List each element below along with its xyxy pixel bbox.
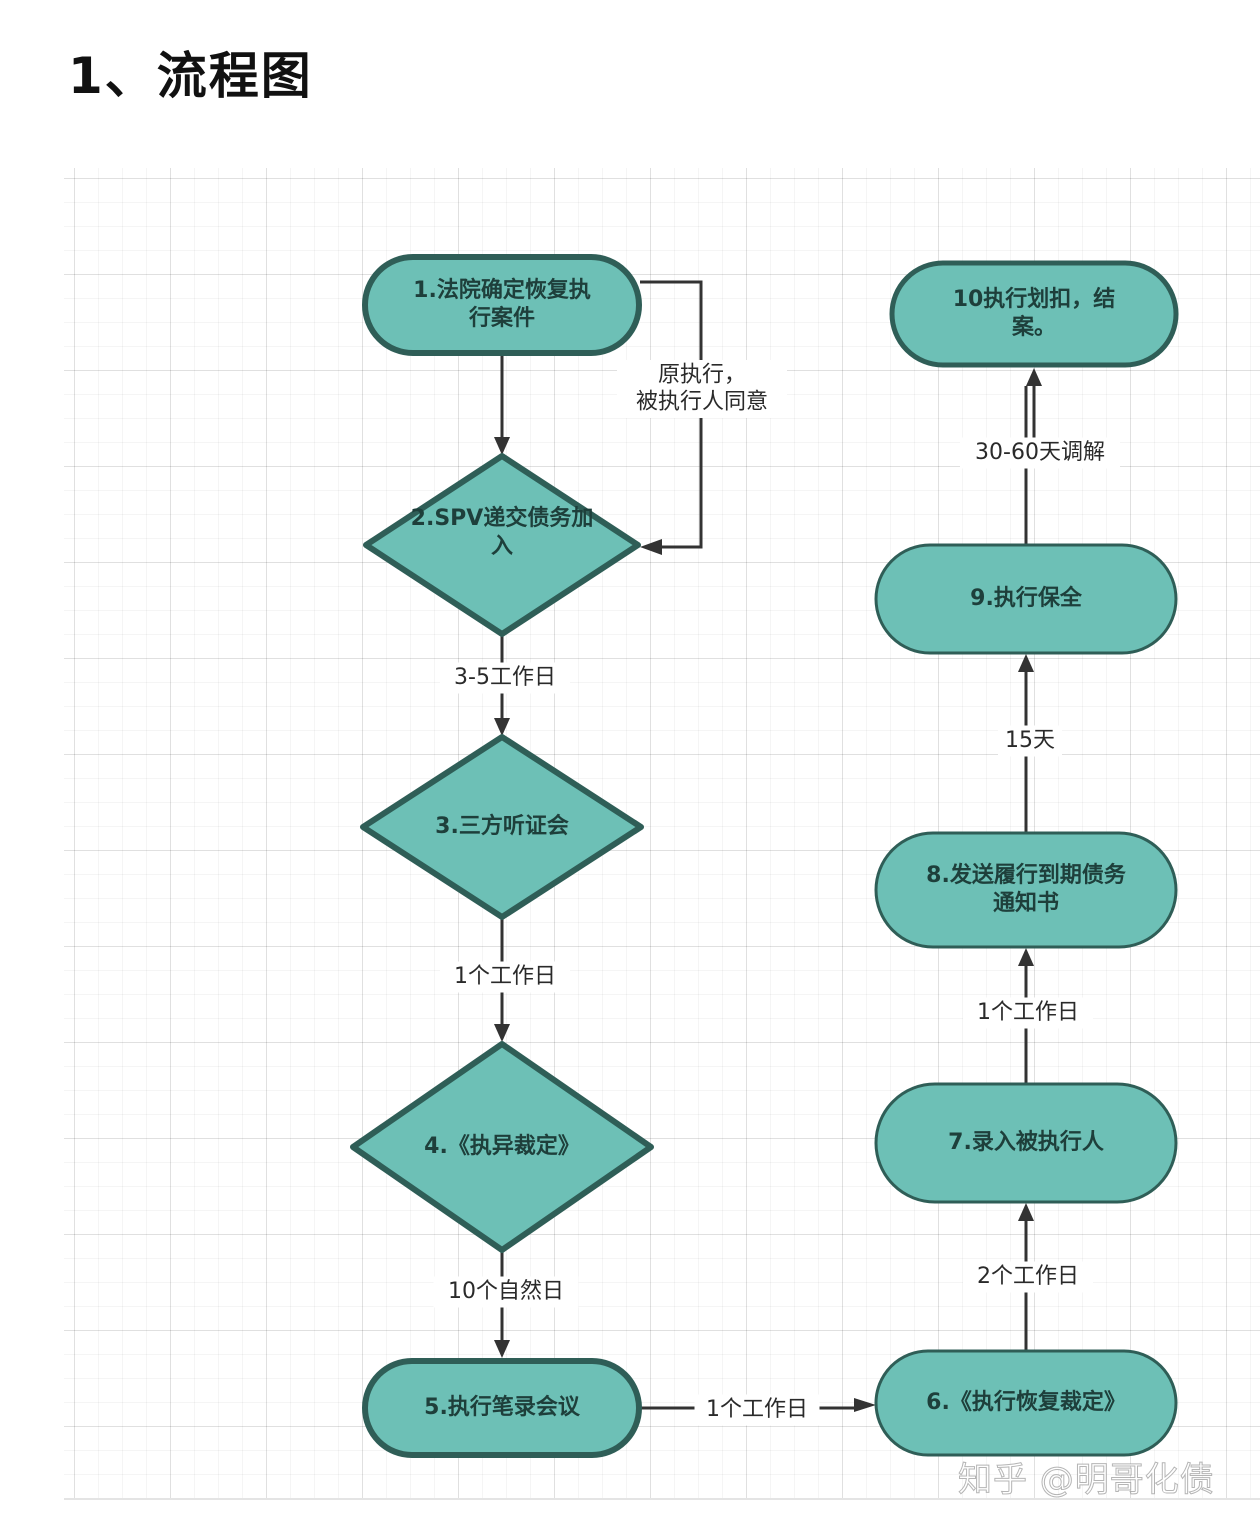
edge-n1-n2 bbox=[494, 353, 510, 455]
arrow-head bbox=[1018, 1203, 1034, 1221]
node-n4[interactable]: 4.《执异裁定》 bbox=[350, 1041, 654, 1253]
terminator-pill bbox=[362, 254, 642, 356]
edge-label-background bbox=[963, 1261, 1093, 1293]
arrow-head bbox=[640, 539, 662, 555]
terminator-pill bbox=[362, 1358, 642, 1458]
node-label-line: 4.《执异裁定》 bbox=[424, 1133, 580, 1159]
edge-n6-n7: 2个工作日 bbox=[963, 1203, 1093, 1351]
edge-label: 1个工作日 bbox=[454, 964, 556, 989]
edge-n8-n9: 15天 bbox=[998, 654, 1062, 833]
edge-n4-n5: 10个自然日 bbox=[433, 1250, 579, 1358]
arrow-head bbox=[854, 1398, 876, 1412]
arrow-head bbox=[1018, 654, 1034, 672]
node-n10[interactable]: 10执行划扣，结案。 bbox=[889, 260, 1179, 368]
terminator-pill bbox=[874, 1349, 1178, 1457]
node-n9[interactable]: 9.执行保全 bbox=[874, 543, 1178, 655]
edge-label: 原执行， bbox=[658, 363, 746, 388]
edge-label-background bbox=[694, 1394, 820, 1426]
decision-diamond bbox=[360, 734, 644, 920]
edge-n9-n10: 30-60天调解 bbox=[960, 368, 1120, 545]
page-title: 1、流程图 bbox=[68, 47, 313, 105]
decision-diamond bbox=[363, 453, 641, 637]
node-label-line: 6.《执行恢复裁定》 bbox=[926, 1389, 1126, 1415]
edge-n2-n3: 3-5工作日 bbox=[440, 634, 570, 736]
node-label-line: 2.SPV递交债务加 bbox=[411, 505, 594, 531]
arrow-head bbox=[494, 437, 510, 455]
edge-label: 15天 bbox=[1005, 728, 1055, 753]
arrow-head bbox=[494, 1024, 510, 1042]
arrow-head bbox=[494, 718, 510, 736]
edge-label-background bbox=[963, 997, 1093, 1029]
arrow-head bbox=[1018, 948, 1034, 966]
node-label-line: 入 bbox=[491, 534, 513, 559]
edge-label: 1个工作日 bbox=[706, 1397, 808, 1422]
edge-label: 2个工作日 bbox=[977, 1264, 1079, 1289]
terminator-pill bbox=[874, 831, 1178, 949]
terminator-pill bbox=[889, 260, 1179, 368]
node-label-line: 行案件 bbox=[468, 305, 535, 331]
watermark: 知乎 @明哥化债 bbox=[958, 1460, 1215, 1501]
edge-label-background bbox=[998, 725, 1062, 757]
node-n3[interactable]: 3.三方听证会 bbox=[360, 734, 644, 920]
arrow-head bbox=[494, 1340, 510, 1358]
node-label-line: 3.三方听证会 bbox=[435, 813, 569, 839]
node-label-line: 1.法院确定恢复执 bbox=[413, 277, 591, 303]
edge-label-background bbox=[440, 662, 570, 694]
node-label-line: 7.录入被执行人 bbox=[948, 1129, 1104, 1155]
edge-label-background bbox=[440, 961, 570, 993]
terminator-pill bbox=[874, 1082, 1178, 1204]
node-n7[interactable]: 7.录入被执行人 bbox=[874, 1082, 1178, 1204]
edge-n5-n6: 1个工作日 bbox=[639, 1394, 876, 1426]
node-label-line: 8.发送履行到期债务 bbox=[926, 862, 1127, 888]
edge-label-background bbox=[617, 360, 787, 418]
node-label-line: 10执行划扣，结 bbox=[953, 286, 1116, 312]
edge-n7-n8: 1个工作日 bbox=[963, 948, 1093, 1084]
node-label-line: 案。 bbox=[1011, 314, 1056, 340]
node-label-line: 通知书 bbox=[993, 890, 1059, 916]
edge-label: 10个自然日 bbox=[448, 1279, 564, 1304]
edge-label: 1个工作日 bbox=[977, 1000, 1079, 1025]
edges-layer: 原执行，被执行人同意 3-5工作日 1个工作日 10个自然日 1个工作日 2个工作日 1个工… bbox=[433, 280, 1120, 1426]
node-n6[interactable]: 6.《执行恢复裁定》 bbox=[874, 1349, 1178, 1457]
edge-label-background bbox=[433, 1276, 579, 1308]
edge-label: 3-5工作日 bbox=[454, 665, 556, 690]
edge-n1-n2: 原执行，被执行人同意 bbox=[617, 280, 787, 555]
arrow-head bbox=[1026, 368, 1042, 386]
node-label-line: 9.执行保全 bbox=[970, 585, 1083, 611]
edge-n3-n4: 1个工作日 bbox=[440, 917, 570, 1042]
edge-label: 30-60天调解 bbox=[975, 440, 1105, 465]
terminator-pill bbox=[874, 543, 1178, 655]
node-n5[interactable]: 5.执行笔录会议 bbox=[362, 1358, 642, 1458]
edge-label: 被执行人同意 bbox=[636, 390, 768, 415]
node-label-line: 5.执行笔录会议 bbox=[424, 1394, 581, 1420]
decision-diamond bbox=[350, 1041, 654, 1253]
edge-label-background bbox=[960, 437, 1120, 469]
